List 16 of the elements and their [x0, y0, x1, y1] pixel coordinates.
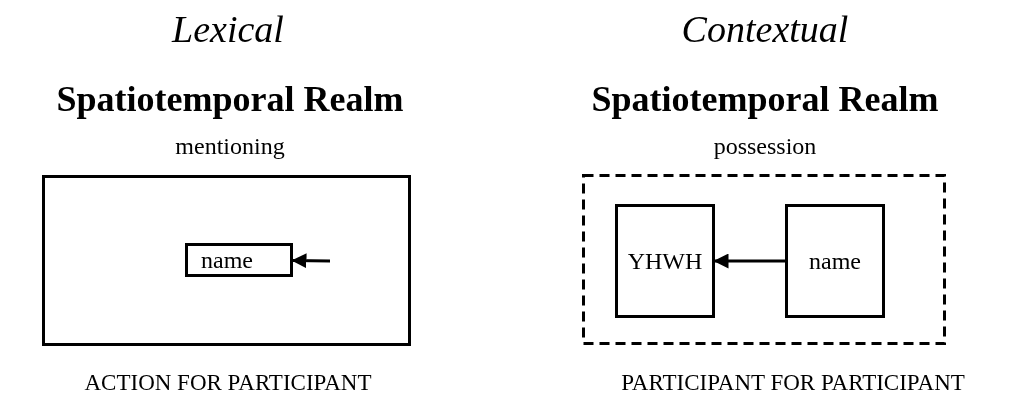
entity-label: name: [809, 247, 861, 275]
column-heading: Lexical: [170, 7, 285, 52]
realm-title: Spatiotemporal Realm: [590, 78, 940, 121]
relation-label: mentioning: [174, 132, 286, 161]
realm-title: Spatiotemporal Realm: [55, 78, 405, 121]
relation-caption: ACTION FOR PARTICIPANT: [83, 370, 373, 396]
entity-box: [185, 243, 293, 277]
arrow: [713, 253, 785, 269]
relation-label: possession: [712, 132, 818, 161]
column-heading: Contextual: [680, 7, 850, 52]
entity-box: [615, 204, 715, 318]
relation-caption: PARTICIPANT FOR PARTICIPANT: [620, 370, 966, 396]
entity-box: [785, 204, 885, 318]
entity-label: name: [201, 246, 253, 274]
arrow: [291, 253, 330, 269]
entity-label: YHWH: [627, 247, 703, 275]
